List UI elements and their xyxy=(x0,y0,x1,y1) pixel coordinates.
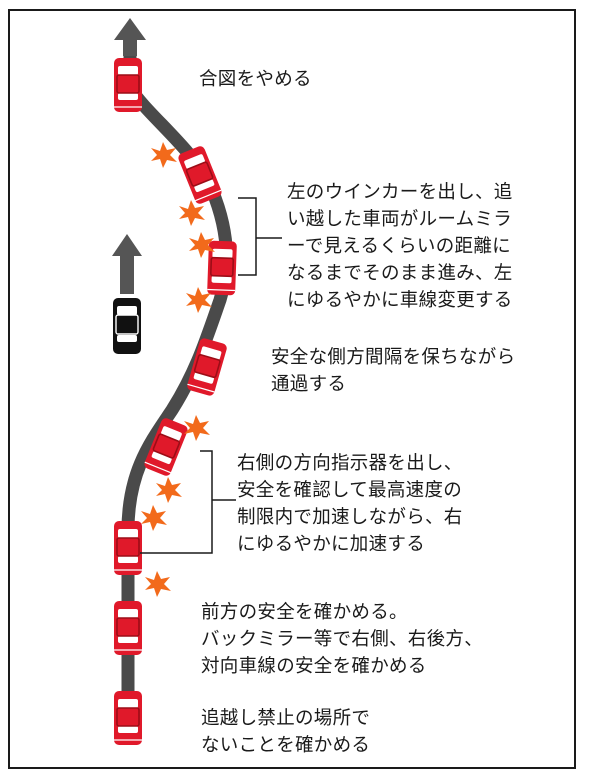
overtaken-car xyxy=(113,298,141,354)
step-check-zone: 追越し禁止の場所で ないことを確かめる xyxy=(201,708,371,756)
signal-left-bracket xyxy=(238,197,282,276)
overtaking-car xyxy=(113,520,143,576)
step-signal-right: 右側の方向指示器を出し、 安全を確認して最高速度の 制限内で加速しながら、右 に… xyxy=(237,453,463,555)
right-signal-flash xyxy=(141,505,167,531)
up-arrow-icon xyxy=(112,234,142,294)
overtaking-car xyxy=(113,690,143,746)
right-signal-flash xyxy=(145,571,171,597)
step-check-safety: 前方の安全を確かめる。 バックミラー等で右側、右後方、 対向車線の安全を確かめる xyxy=(201,602,484,677)
right-signal-flash xyxy=(184,415,210,441)
road-path xyxy=(121,45,233,730)
overtaking-car xyxy=(176,143,224,207)
step-signal-left: 左のウインカーを出し、追 い越した車両がルームミラ ーで見えるくらいの距離に な… xyxy=(287,182,513,311)
step-stop-signal: 合図をやめる xyxy=(199,69,312,90)
signal-right-bracket xyxy=(140,450,236,554)
up-arrow-icon xyxy=(114,18,146,56)
right-signal-flash xyxy=(156,477,182,503)
step-keep-distance: 安全な側方間隔を保ちながら 通過する xyxy=(271,347,516,395)
left-signal-flash xyxy=(179,200,205,226)
overtaking-car xyxy=(113,57,143,113)
overtaking-car xyxy=(113,600,143,656)
diagram-frame xyxy=(8,9,576,769)
